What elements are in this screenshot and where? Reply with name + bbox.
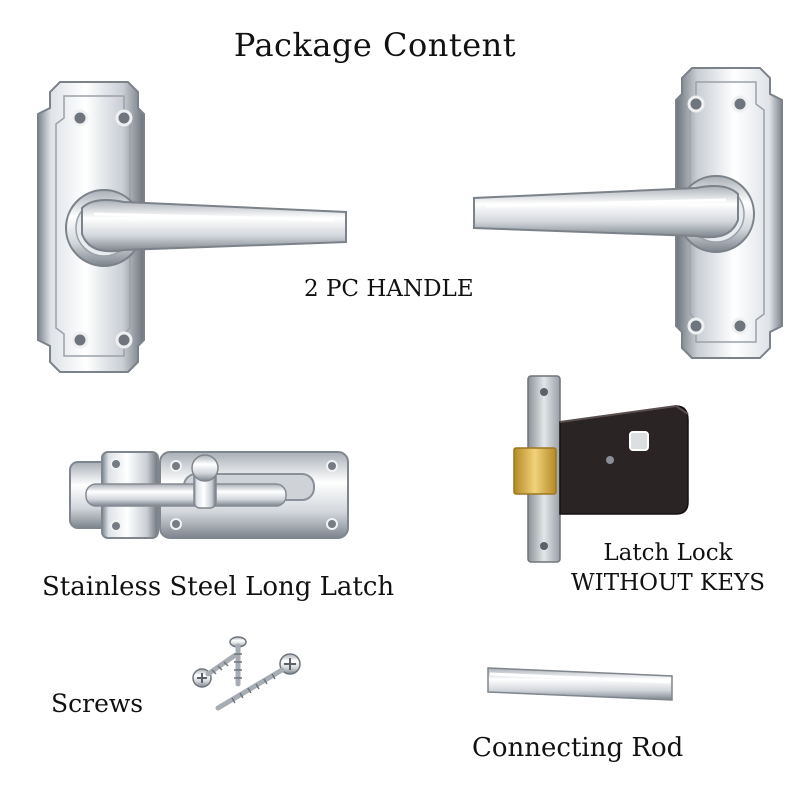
- screws-icon: [192, 636, 301, 711]
- connecting-rod-icon: [487, 667, 673, 701]
- handle-label: 2 PC HANDLE: [304, 276, 474, 302]
- connecting-rod-label: Connecting Rod: [472, 733, 684, 763]
- long-latch-label: Stainless Steel Long Latch: [42, 572, 395, 602]
- latch-lock-label: Latch Lock WITHOUT KEYS: [563, 538, 773, 598]
- right-handle-icon: [473, 67, 783, 359]
- latch-lock-label-line2: WITHOUT KEYS: [571, 570, 765, 596]
- latch-lock-label-line1: Latch Lock: [603, 540, 733, 566]
- long-latch-icon: [69, 451, 349, 539]
- screws-label: Screws: [51, 689, 144, 718]
- page-title: Package Content: [233, 26, 517, 64]
- latch-lock-icon: [513, 375, 689, 563]
- left-handle-icon: [37, 81, 347, 373]
